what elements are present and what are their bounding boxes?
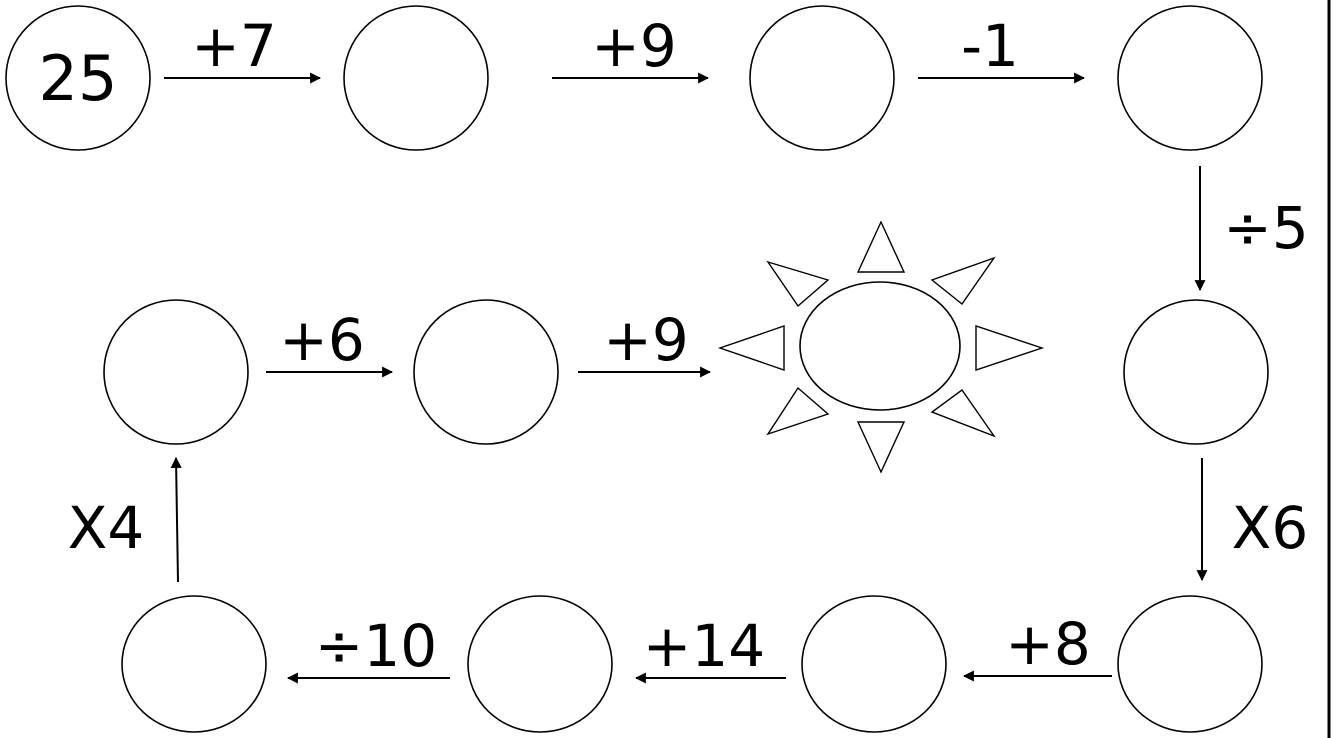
op-label-5: X6 [1232, 494, 1309, 562]
sun-ray-top [856, 220, 906, 273]
op-label-3: -1 [961, 12, 1019, 80]
op-label-11: +9 [603, 306, 689, 374]
sun-center[interactable] [799, 281, 961, 411]
op-label-2: +9 [591, 12, 677, 80]
sun-ray-right [975, 325, 1045, 371]
op-label-8: ÷10 [315, 612, 437, 680]
start-value: 25 [39, 42, 118, 115]
answer-node-1[interactable] [343, 5, 489, 151]
sun-ray-bottom-right [930, 389, 996, 438]
answer-node-4[interactable] [1123, 299, 1269, 445]
sun-ray-bottom-left [766, 386, 830, 436]
op-label-7: +14 [643, 612, 765, 680]
sun-final-node [717, 220, 1045, 474]
op-label-10: +6 [279, 306, 365, 374]
answer-node-5[interactable] [1117, 595, 1263, 733]
sun-ray-top-left [766, 260, 830, 308]
answer-node-8[interactable] [121, 595, 267, 733]
sun-ray-left [717, 325, 785, 371]
answer-node-11[interactable] [413, 299, 559, 445]
arrow-9 [170, 456, 182, 583]
op-label-9: X4 [68, 494, 145, 562]
answer-node-6[interactable] [801, 595, 947, 733]
answer-node-10[interactable] [103, 299, 249, 445]
op-label-4: ÷5 [1223, 194, 1309, 262]
start-node [5, 5, 151, 151]
op-label-6: +8 [1005, 610, 1091, 678]
sun-ray-bottom [856, 421, 906, 474]
answer-node-2[interactable] [749, 5, 895, 151]
answer-node-3[interactable] [1117, 5, 1263, 151]
sun-ray-top-right [930, 256, 996, 306]
answer-node-7[interactable] [467, 595, 613, 733]
op-label-1: +7 [191, 12, 277, 80]
